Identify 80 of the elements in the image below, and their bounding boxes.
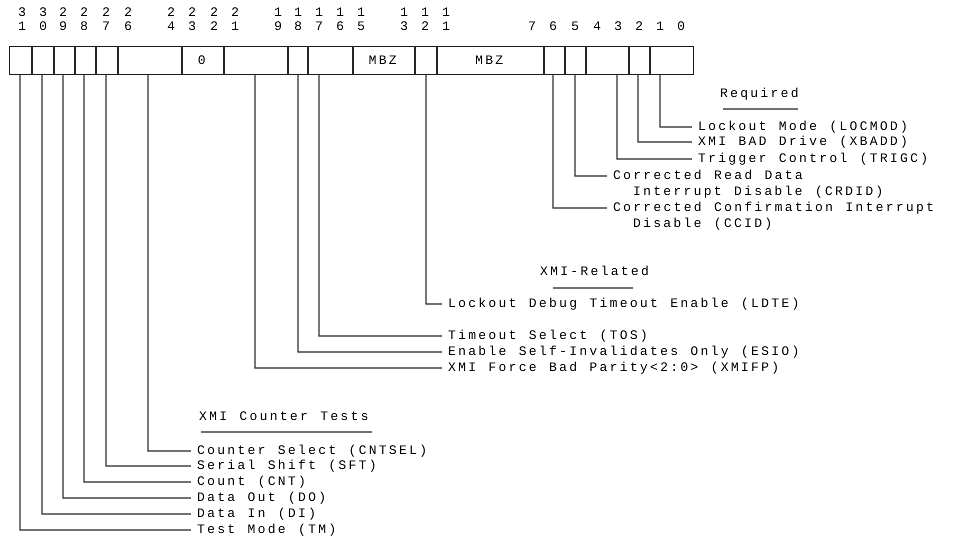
register-field bbox=[543, 46, 566, 75]
field-description: Enable Self-Invalidates Only (ESIO) bbox=[448, 344, 868, 360]
group-heading: Required bbox=[720, 86, 801, 102]
leader-line bbox=[318, 75, 442, 337]
leader-line bbox=[552, 75, 607, 209]
register-field bbox=[307, 46, 354, 75]
bit-number: 19 bbox=[274, 6, 282, 34]
leader-line bbox=[62, 75, 191, 499]
register-field bbox=[628, 46, 650, 75]
register-field bbox=[53, 46, 76, 75]
bit-number: 15 bbox=[357, 6, 365, 34]
register-field bbox=[31, 46, 54, 75]
register-field bbox=[564, 46, 586, 75]
bit-number: 29 bbox=[59, 6, 67, 34]
field-description: Data Out (DO) bbox=[197, 490, 517, 506]
field-description: Corrected Confirmation Interrupt Disable (CCID) bbox=[613, 200, 943, 232]
field-description: XMI BAD Drive (XBADD) bbox=[698, 134, 954, 150]
bit-number: 0 bbox=[677, 20, 685, 34]
leader-line bbox=[425, 75, 442, 305]
register-field bbox=[9, 46, 32, 75]
field-description: Counter Select (CNTSEL) bbox=[197, 443, 517, 459]
leader-line bbox=[659, 75, 692, 128]
leader-line bbox=[147, 75, 191, 452]
bit-number: 27 bbox=[102, 6, 110, 34]
bit-number: 2 bbox=[635, 20, 643, 34]
leader-line bbox=[19, 75, 191, 531]
bit-number: 24 bbox=[167, 6, 175, 34]
bit-number: 3 bbox=[614, 20, 622, 34]
leader-line bbox=[41, 75, 191, 515]
register-field bbox=[436, 46, 544, 75]
field-description: Count (CNT) bbox=[197, 474, 517, 490]
bit-number: 7 bbox=[528, 20, 536, 34]
bit-number: 16 bbox=[336, 6, 344, 34]
field-description: Trigger Control (TRIGC) bbox=[698, 151, 954, 167]
bit-number: 28 bbox=[80, 6, 88, 34]
bit-number: 21 bbox=[231, 6, 239, 34]
group-heading: XMI Counter Tests bbox=[199, 409, 371, 425]
register-field bbox=[649, 46, 694, 75]
field-description: Timeout Select (TOS) bbox=[448, 328, 868, 344]
field-description: XMI Force Bad Parity<2:0> (XMIFP) bbox=[448, 360, 868, 376]
leader-line bbox=[637, 75, 692, 143]
bit-number: 11 bbox=[442, 6, 450, 34]
bit-number: 6 bbox=[549, 20, 557, 34]
register-field bbox=[287, 46, 308, 75]
register-field bbox=[414, 46, 438, 75]
bit-number: 18 bbox=[294, 6, 302, 34]
register-field bbox=[352, 46, 416, 75]
bit-number: 5 bbox=[571, 20, 579, 34]
bit-number: 1 bbox=[656, 20, 664, 34]
register-field bbox=[181, 46, 224, 75]
group-heading: XMI-Related bbox=[540, 264, 652, 280]
register-field bbox=[223, 46, 288, 75]
field-description: Test Mode (TM) bbox=[197, 522, 517, 538]
leader-line bbox=[254, 75, 442, 369]
bit-number: 13 bbox=[400, 6, 408, 34]
leader-line bbox=[297, 75, 442, 353]
field-description: Corrected Read Data Interrupt Disable (CRDID) bbox=[613, 168, 898, 200]
leader-line bbox=[105, 75, 191, 467]
field-description: Data In (DI) bbox=[197, 506, 517, 522]
bit-number: 4 bbox=[593, 20, 601, 34]
bit-number: 30 bbox=[39, 6, 47, 34]
bit-number: 23 bbox=[188, 6, 196, 34]
bit-number: 17 bbox=[315, 6, 323, 34]
leader-line bbox=[616, 75, 692, 160]
field-value: 0 bbox=[198, 53, 208, 68]
register-field bbox=[74, 46, 96, 75]
bit-number: 31 bbox=[18, 6, 26, 34]
register-field bbox=[95, 46, 118, 75]
field-description: Lockout Debug Timeout Enable (LDTE) bbox=[448, 296, 868, 312]
register-field bbox=[585, 46, 630, 75]
bit-number: 22 bbox=[210, 6, 218, 34]
bit-number: 12 bbox=[421, 6, 429, 34]
field-value: MBZ bbox=[368, 53, 399, 68]
field-value: MBZ bbox=[475, 53, 506, 68]
bit-number: 26 bbox=[124, 6, 132, 34]
field-description: Lockout Mode (LOCMOD) bbox=[698, 119, 954, 135]
field-description: Serial Shift (SFT) bbox=[197, 458, 517, 474]
leader-line bbox=[83, 75, 191, 483]
register-field bbox=[117, 46, 182, 75]
leader-line bbox=[574, 75, 607, 177]
